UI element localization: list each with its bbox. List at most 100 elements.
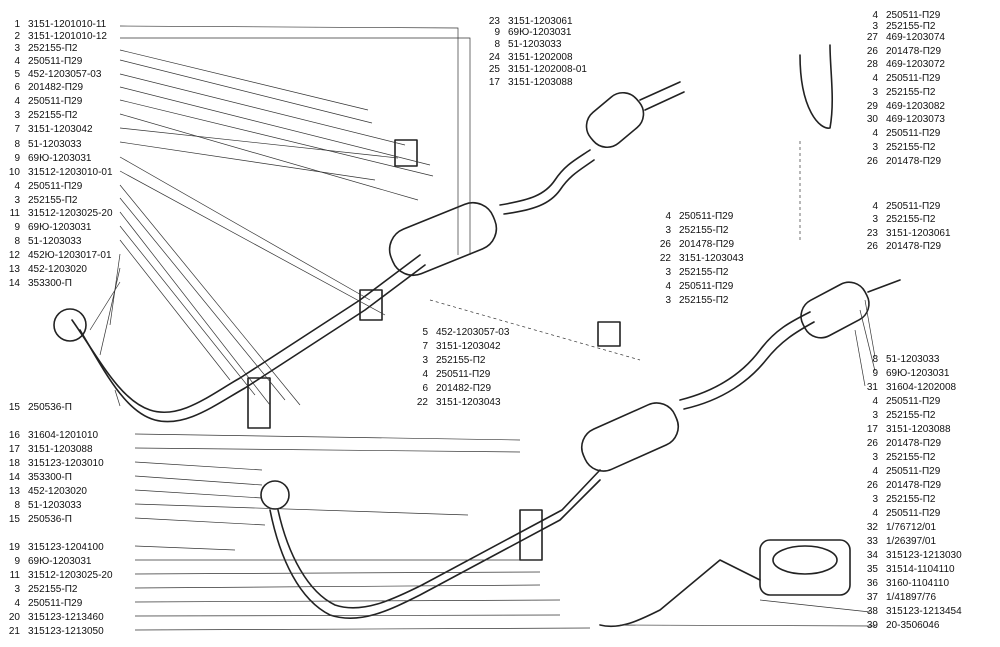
callout-number: 19 xyxy=(8,542,20,553)
callout-number: 23 xyxy=(488,16,500,27)
bracket-a xyxy=(359,289,383,321)
part-number: 51-1203033 xyxy=(508,39,562,50)
callout-number: 26 xyxy=(866,46,878,57)
part-number: 69Ю-1203031 xyxy=(886,368,950,379)
callout-number: 3 xyxy=(14,43,20,54)
callout-number: 18 xyxy=(8,458,20,469)
callout-number: 14 xyxy=(8,472,20,483)
part-number: 252155-П2 xyxy=(28,43,78,54)
part-number: 250536-П xyxy=(28,514,72,525)
callout-number: 3 xyxy=(872,142,878,153)
callout-number: 30 xyxy=(866,114,878,125)
callout-number: 26 xyxy=(866,156,878,167)
part-number: 452-1203057-03 xyxy=(28,69,102,80)
fuel-hose xyxy=(599,559,761,628)
part-number: 201478-П29 xyxy=(886,480,942,491)
callout-number: 4 xyxy=(665,211,671,222)
callout-number: 17 xyxy=(488,77,500,88)
part-number: 469-1203082 xyxy=(886,101,945,112)
callout-number: 3 xyxy=(665,225,671,236)
callout-label: 4 250511-П29 xyxy=(651,211,733,222)
lower-muffler-2 xyxy=(800,281,870,339)
callout-number: 7 xyxy=(14,124,20,135)
callout-number: 3 xyxy=(872,87,878,98)
callout-label: 3 252155-П2 xyxy=(651,225,728,236)
part-number: 315123-1203010 xyxy=(28,458,104,469)
part-number: 252155-П2 xyxy=(679,225,729,236)
part-number: 315123-1213050 xyxy=(28,626,104,637)
callout-number: 4 xyxy=(872,201,878,212)
rubber-hanger xyxy=(799,44,834,129)
lower-muffler-1 xyxy=(580,402,680,472)
lower-flange xyxy=(260,480,290,510)
part-number: 469-1203074 xyxy=(886,32,945,43)
part-number: 201482-П29 xyxy=(436,383,492,394)
callout-number: 3 xyxy=(872,452,878,463)
callout-number: 22 xyxy=(659,253,671,264)
callout-number: 33 xyxy=(866,536,878,547)
part-number: 250511-П29 xyxy=(436,369,491,380)
callout-number: 35 xyxy=(866,564,878,575)
part-number: 469-1203072 xyxy=(886,59,945,70)
bracket-b xyxy=(394,139,418,167)
part-number: 31604-1202008 xyxy=(886,382,957,393)
part-number: 1/26397/01 xyxy=(886,536,937,547)
callout-number: 13 xyxy=(8,264,20,275)
callout-number: 4 xyxy=(872,466,878,477)
part-number: 51-1203033 xyxy=(886,354,940,365)
callout-number: 26 xyxy=(866,241,878,252)
part-number: 201478-П29 xyxy=(886,156,942,167)
part-number: 452-1203020 xyxy=(28,486,87,497)
part-number: 31514-1104110 xyxy=(886,564,955,575)
part-number: 3151-1203042 xyxy=(436,341,501,352)
part-number: 452Ю-1203017-01 xyxy=(28,250,112,261)
part-number: 1/41897/76 xyxy=(886,592,937,603)
callout-number: 1 xyxy=(14,19,20,30)
callout-number: 23 xyxy=(866,228,878,239)
part-number: 250511-П29 xyxy=(886,128,941,139)
part-number: 250511-П29 xyxy=(886,508,941,519)
callout-number: 14 xyxy=(8,278,20,289)
part-number: 201478-П29 xyxy=(886,241,942,252)
part-number: 452-1203057-03 xyxy=(436,327,510,338)
callout-number: 9 xyxy=(494,27,500,38)
callout-number: 21 xyxy=(8,626,20,637)
part-number: 252155-П2 xyxy=(28,195,78,206)
part-number: 250511-П29 xyxy=(679,211,734,222)
part-number: 31604-1201010 xyxy=(28,430,99,441)
callout-label: 26 201478-П29 xyxy=(858,156,941,167)
callout-number: 39 xyxy=(866,620,878,631)
callout-number: 29 xyxy=(866,101,878,112)
part-number: 201482-П29 xyxy=(28,82,84,93)
callout-number: 8 xyxy=(14,139,20,150)
